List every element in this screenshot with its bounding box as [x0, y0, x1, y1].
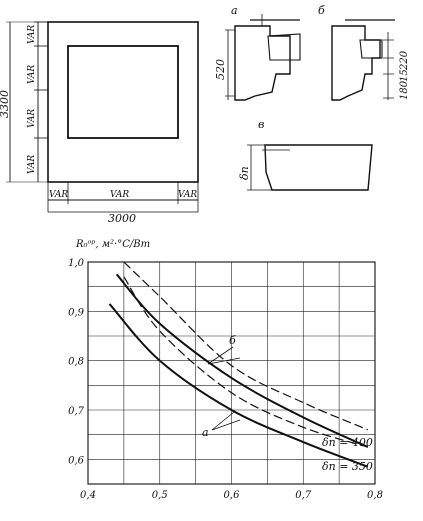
curve-label-400: δп = 400	[322, 436, 373, 449]
pointer-a-1	[211, 411, 235, 431]
x-tick-label: 0,7	[295, 490, 312, 501]
x-tick-label: 0,6	[224, 490, 241, 501]
section-a: а 520	[214, 4, 301, 101]
y-tick-label: 0,8	[68, 357, 84, 368]
left-seg-3: VAR	[27, 109, 37, 128]
x-tick-label: 0,8	[367, 490, 383, 501]
pointer-b-2	[207, 357, 241, 365]
section-a-dim-label: 520	[214, 59, 227, 80]
chart-series	[108, 261, 369, 468]
section-b-dim-1: 180	[399, 80, 410, 100]
pointer-a-2	[211, 419, 241, 431]
y-tick-label: 0,6	[68, 455, 85, 466]
bottom-seg-2: VAR	[110, 190, 129, 200]
section-b-frame	[359, 39, 383, 59]
plot-frame	[87, 261, 376, 485]
panel-plan: VAR VAR VAR VAR 3300 VAR VAR VAR 3000	[0, 21, 199, 225]
series-line-б-400	[123, 261, 369, 431]
section-a-letter: а	[231, 4, 238, 17]
window-opening	[67, 45, 179, 139]
section-c-dim-label: δп	[238, 166, 251, 180]
curve-label-350: δп = 350	[322, 460, 373, 473]
section-b-dim-3: 220	[399, 50, 410, 71]
section-c-body	[264, 144, 373, 191]
series-line-б-350	[123, 276, 369, 448]
section-a-body	[234, 25, 291, 101]
y-axis-label: R₀ᵒᵖ, м²·°С/Вт	[75, 239, 150, 250]
height-label: 3300	[0, 90, 11, 118]
y-tick-label: 1,0	[68, 258, 85, 269]
series-line-а-350	[108, 303, 369, 468]
left-seg-4: VAR	[27, 155, 37, 174]
annotation-b: б	[229, 334, 236, 347]
y-tick-label: 0,7	[68, 406, 85, 417]
section-b: б 180 15 220	[318, 4, 410, 101]
section-b-letter: б	[318, 4, 325, 17]
chart-labels: 0,6 0,7 0,8 0,9 1,0 0,4 0,5 0,6 0,7 0,8	[68, 258, 383, 501]
bottom-seg-3: VAR	[178, 190, 197, 200]
section-c-letter: в	[258, 118, 264, 131]
panel-outline	[47, 21, 199, 183]
series-line-а-400	[115, 273, 369, 448]
section-b-dim-2: 15	[399, 69, 410, 82]
pointer-b-1	[207, 346, 234, 365]
chart-axes	[87, 261, 376, 485]
x-tick-label: 0,5	[152, 490, 168, 501]
section-b-body	[331, 25, 381, 101]
section-c: в δп	[238, 118, 373, 191]
width-label: 3000	[108, 212, 136, 225]
y-tick-label: 0,9	[68, 307, 85, 318]
annotation-a: а	[202, 426, 209, 439]
chart-grid	[87, 261, 376, 485]
section-a-frame	[267, 33, 301, 61]
bottom-seg-1: VAR	[49, 190, 68, 200]
x-tick-label: 0,4	[80, 490, 96, 501]
chart: 0,6 0,7 0,8 0,9 1,0 0,4 0,5 0,6 0,7 0,8 R₀ᵒᵖ, м²·…	[68, 239, 383, 501]
left-seg-1: VAR	[27, 25, 37, 44]
left-seg-2: VAR	[27, 65, 37, 84]
